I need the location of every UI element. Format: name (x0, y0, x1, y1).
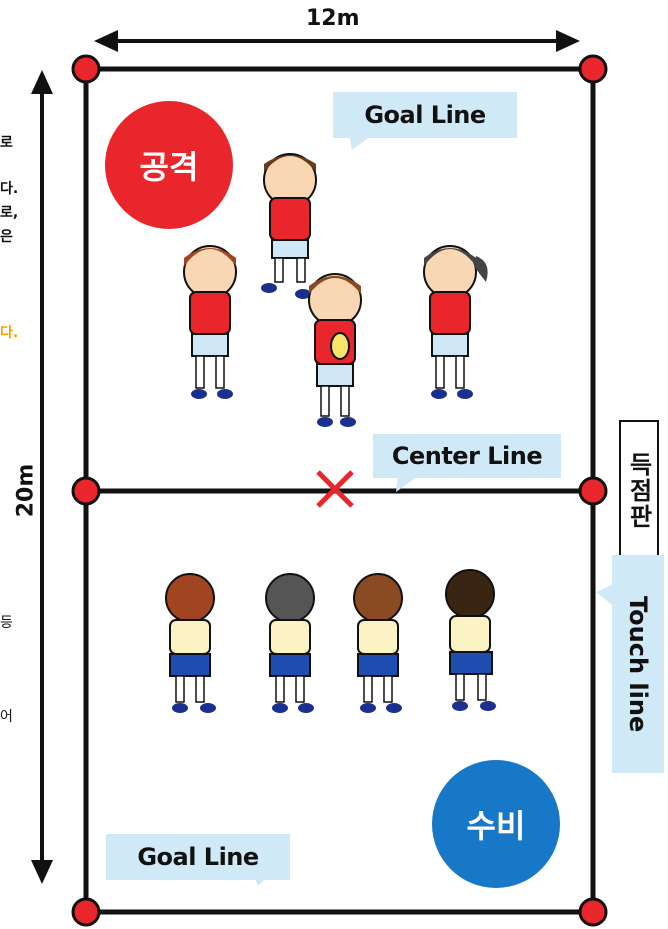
center-line-tail (396, 476, 418, 492)
corner-dot-top-right (578, 54, 608, 84)
left-fragment-2: 다. (0, 181, 19, 197)
left-fragment-5: 다. (0, 325, 19, 341)
offense-badge: 공격 (105, 101, 233, 229)
corner-dot-mid-left (71, 476, 101, 506)
corner-dot-bottom-left (71, 897, 101, 927)
scoreboard-label: 득점판 (619, 420, 659, 562)
goal-line-bottom-callout: Goal Line (106, 834, 290, 880)
left-fragment-1: 로 (0, 135, 13, 151)
corner-dot-mid-right (578, 476, 608, 506)
defense-player-3 (353, 573, 403, 713)
left-fragment-4: 은 (0, 229, 13, 245)
touch-line-text: Touch line (624, 595, 652, 733)
offense-player-1 (261, 153, 317, 299)
height-dimension-arrow (31, 70, 53, 884)
center-x-mark (316, 470, 354, 508)
defense-player-1 (165, 573, 216, 713)
corner-dot-top-left (71, 54, 101, 84)
defense-player-2 (265, 573, 315, 713)
touch-line-callout: Touch line (612, 555, 664, 773)
left-fragment-7: 어 (0, 709, 13, 725)
corner-dot-bottom-right (578, 897, 608, 927)
goal-line-top-tail (350, 138, 368, 150)
scoreboard-text: 득점판 (624, 452, 653, 530)
goal-line-top-callout: Goal Line (333, 92, 517, 138)
left-fragment-3: 로, (0, 205, 19, 221)
left-fragment-6: 등 (0, 615, 13, 631)
width-label: 12m (306, 6, 360, 31)
width-dimension-arrow (94, 30, 580, 52)
offense-player-4 (423, 245, 488, 399)
defense-player-4 (445, 569, 496, 711)
touch-line-tail (596, 585, 612, 605)
defense-badge: 수비 (432, 760, 560, 888)
center-line-callout: Center Line (373, 434, 561, 478)
offense-player-2 (183, 245, 237, 399)
height-label: 20m (13, 463, 39, 518)
offense-player-3-ball-carrier (308, 273, 362, 427)
